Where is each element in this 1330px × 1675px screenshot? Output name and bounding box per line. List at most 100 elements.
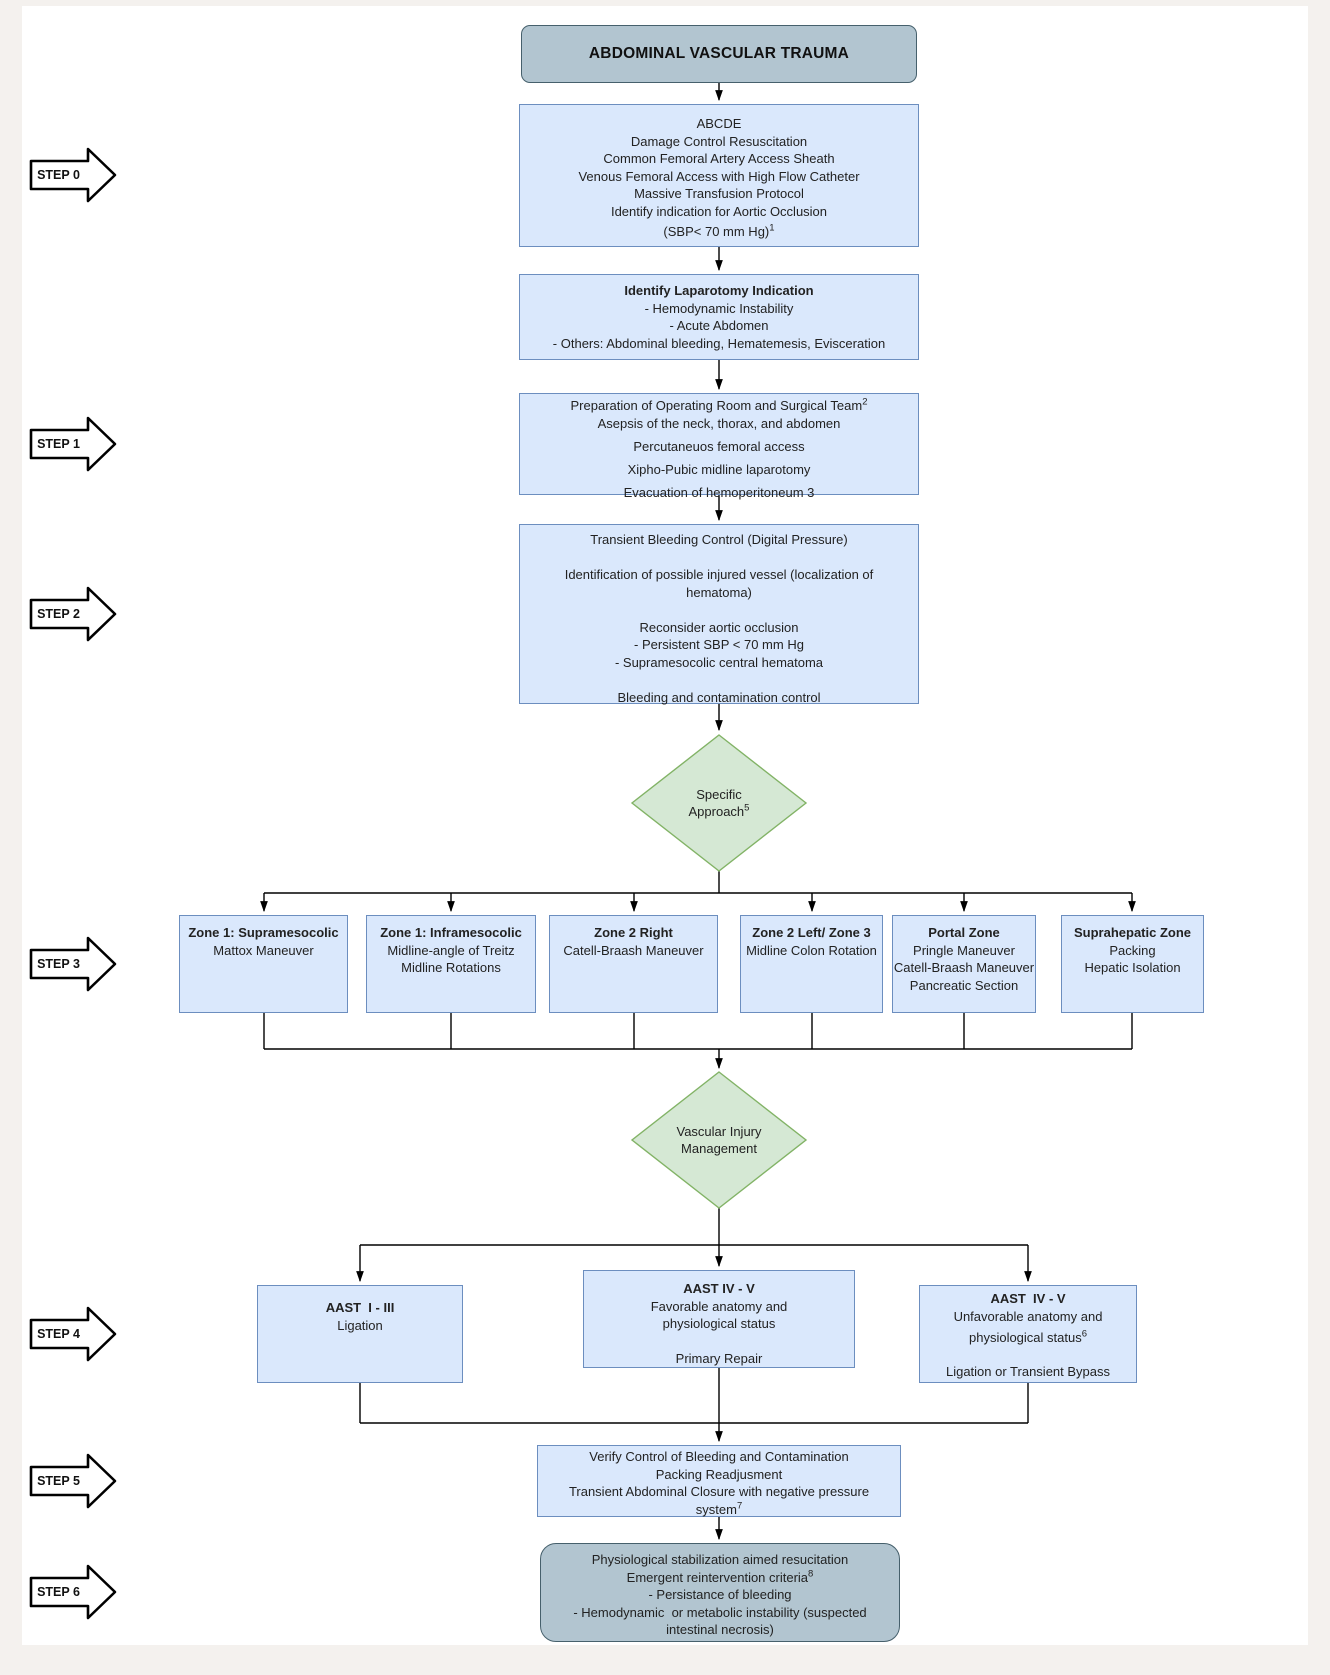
zone-line: Mattox Maneuver — [213, 942, 314, 958]
step-marker-3: STEP 3 — [28, 935, 120, 993]
zone-node: Zone 2 Right Catell-Braash Maneuver — [549, 915, 718, 1013]
zone-title: Suprahepatic Zone — [1073, 925, 1192, 940]
node-line: Percutaneuos femoral access — [633, 438, 805, 454]
node-line: Bleeding and contamination control — [617, 689, 821, 705]
criteria-text: Emergent reintervention criteria — [626, 1569, 809, 1585]
zone-node: Zone 1: Inframesocolic Midline-angle of … — [366, 915, 536, 1013]
decision-line: Management — [681, 1141, 757, 1156]
aast-i-iii-node: AAST I - III Ligation — [257, 1285, 463, 1383]
node-line: Identify indication for Aortic Occlusion — [610, 203, 828, 219]
zone-line: Pancreatic Section — [909, 977, 1019, 993]
step-label: STEP 4 — [37, 1327, 80, 1341]
step-marker-4: STEP 4 — [28, 1305, 120, 1363]
system-text: system — [695, 1501, 737, 1517]
node-line: - Others: Abdominal bleeding, Hematemesi… — [552, 335, 886, 351]
step-arrow-icon — [29, 1453, 117, 1509]
zone-line: Catell-Braash Maneuver — [563, 942, 704, 958]
node-line: system7 — [546, 1501, 892, 1519]
node-line: Physiological stabilization aimed resuci… — [591, 1552, 849, 1567]
node-line: Verify Control of Bleeding and Contamina… — [589, 1449, 849, 1464]
node-line: Ligation or Transient Bypass — [945, 1363, 1111, 1379]
node-line: Primary Repair — [675, 1351, 763, 1366]
node-line: physiological status — [662, 1316, 776, 1331]
node-title: AAST I - III — [325, 1300, 395, 1315]
node-line: Common Femoral Artery Access Sheath — [603, 151, 835, 166]
step-marker-5: STEP 5 — [28, 1452, 120, 1510]
zone-line: Pringle Maneuver — [913, 942, 1015, 958]
zone-title: Zone 1: Supramesocolic — [188, 925, 339, 940]
node-title: Identify Laparotomy Indication — [624, 283, 814, 298]
node-line: Xipho-Pubic midline laparotomy — [627, 461, 811, 477]
step-label: STEP 3 — [37, 957, 80, 971]
approach-text: Approach — [688, 804, 745, 819]
node-line: Favorable anatomy and — [650, 1298, 788, 1314]
zone-line: Midline-angle of Treitz — [387, 942, 515, 958]
node-line: Evacuation of hemoperitoneum 3 — [623, 484, 815, 500]
node-line: Identification of possible injured vesse… — [564, 567, 874, 582]
node-line: Transient Bleeding Control (Digital Pres… — [590, 532, 848, 547]
decision-line: Specific — [696, 786, 742, 802]
initial-management-node: ABCDE Damage Control Resuscitation Commo… — [519, 104, 919, 247]
footnote-ref-5: 5 — [744, 802, 750, 814]
step-label: STEP 1 — [37, 437, 80, 451]
zone-line: Catell-Braash Maneuver — [893, 960, 1035, 975]
node-title: AAST IV - V — [990, 1291, 1066, 1306]
laparotomy-indication-node: Identify Laparotomy Indication - Hemodyn… — [519, 274, 919, 360]
page-title: ABDOMINAL VASCULAR TRAUMA — [588, 45, 850, 63]
decision-line: Vascular Injury — [676, 1123, 762, 1139]
step-marker-1: STEP 1 — [28, 415, 120, 473]
node-line: Packing Readjusment — [655, 1466, 783, 1482]
zone-node: Zone 1: Supramesocolic Mattox Maneuver — [179, 915, 348, 1013]
node-line: Asepsis of the neck, thorax, and abdomen — [597, 415, 841, 431]
zone-line: Hepatic Isolation — [1084, 960, 1181, 975]
node-line: ABCDE — [696, 116, 742, 131]
step-arrow-icon — [29, 416, 117, 472]
node-line: (SBP< 70 mm Hg)1 — [520, 223, 918, 241]
node-line: Ligation — [337, 1317, 383, 1333]
zone-node: Portal Zone Pringle Maneuver Catell-Braa… — [892, 915, 1036, 1013]
step-arrow-icon — [29, 1564, 117, 1620]
node-line: - Acute Abdomen — [669, 318, 769, 333]
node-line: intestinal necrosis) — [666, 1622, 774, 1637]
node-line: Unfavorable anatomy and — [953, 1308, 1103, 1324]
node-line: Massive Transfusion Protocol — [634, 186, 804, 201]
closure-verification-node: Verify Control of Bleeding and Contamina… — [537, 1445, 901, 1517]
vascular-injury-management-decision: Vascular Injury Management — [632, 1072, 806, 1208]
bleeding-control-node: Transient Bleeding Control (Digital Pres… — [519, 524, 919, 705]
step-marker-6: STEP 6 — [28, 1563, 120, 1621]
node-line: Transient Abdominal Closure with negativ… — [568, 1484, 870, 1499]
zone-line: Packing — [1109, 942, 1156, 958]
node-line: physiological status6 — [920, 1329, 1136, 1347]
footnote-ref-8: 8 — [808, 1568, 814, 1580]
step-label: STEP 0 — [37, 168, 80, 182]
step-arrow-icon — [29, 1306, 117, 1362]
sbp-text: (SBP< 70 mm Hg) — [663, 224, 770, 239]
step-label: STEP 6 — [37, 1585, 80, 1599]
node-line: hematoma) — [686, 584, 752, 600]
specific-approach-decision: Specific Approach5 — [632, 735, 806, 871]
node-line: Reconsider aortic occlusion — [639, 619, 799, 635]
step-arrow-icon — [29, 936, 117, 992]
step-marker-2: STEP 2 — [28, 585, 120, 643]
team-text: Preparation of Operating Room and Surgic… — [570, 398, 863, 413]
step-label: STEP 2 — [37, 607, 80, 621]
aast-iv-v-unfavorable-node: AAST IV - V Unfavorable anatomy and phys… — [919, 1285, 1137, 1383]
node-line: Preparation of Operating Room and Surgic… — [520, 397, 918, 415]
postoperative-care-node: Physiological stabilization aimed resuci… — [540, 1543, 900, 1642]
zone-title: Portal Zone — [928, 925, 1000, 940]
step-arrow-icon — [29, 586, 117, 642]
node-line: Venous Femoral Access with High Flow Cat… — [578, 168, 860, 184]
decision-line: Approach5 — [689, 803, 750, 821]
footnote-ref-1: 1 — [769, 222, 775, 234]
zone-node: Zone 2 Left/ Zone 3 Midline Colon Rotati… — [740, 915, 883, 1013]
zone-line: Midline Rotations — [401, 960, 501, 975]
zone-title: Zone 2 Left/ Zone 3 — [752, 925, 871, 940]
footnote-ref-7: 7 — [736, 1500, 743, 1512]
node-line: - Supramesocolic central hematoma — [614, 654, 824, 670]
node-line: - Hemodynamic or metabolic instability (… — [573, 1604, 867, 1620]
zone-node: Suprahepatic Zone Packing Hepatic Isolat… — [1061, 915, 1204, 1013]
step-marker-0: STEP 0 — [28, 146, 120, 204]
node-line: - Persistance of bleeding — [648, 1587, 792, 1602]
status-text: physiological status — [968, 1330, 1082, 1345]
